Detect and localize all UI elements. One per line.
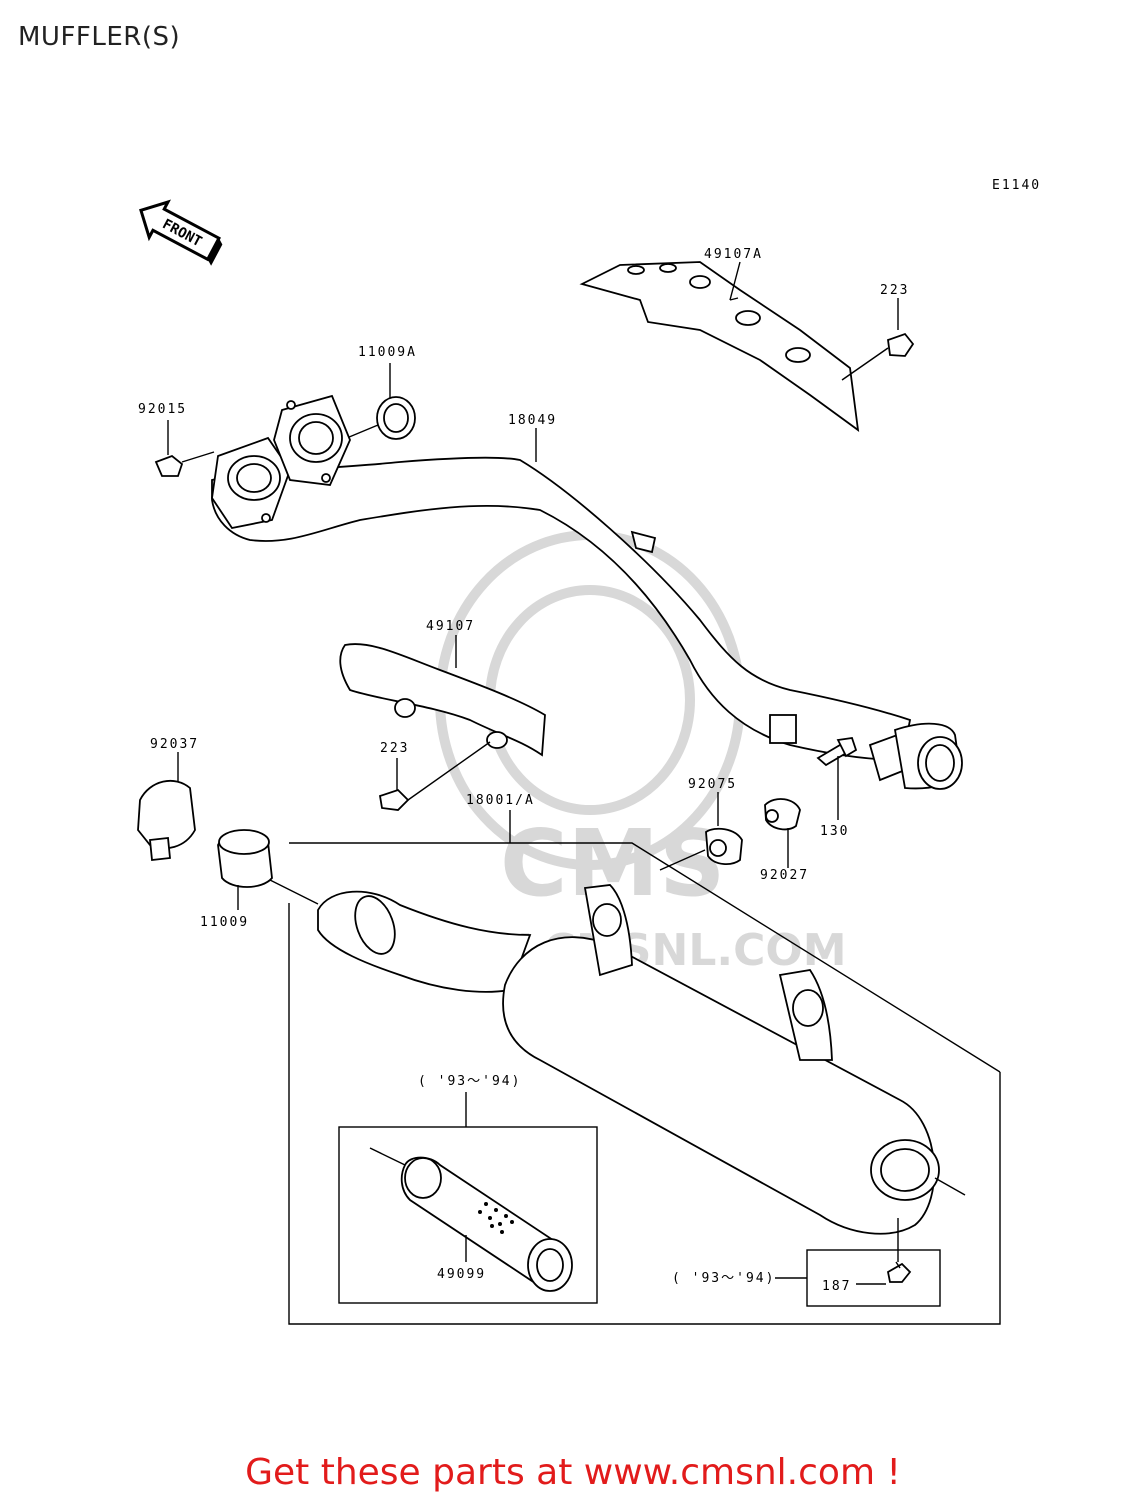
label-years-spark: ( '93～'94): [418, 1074, 521, 1089]
label-11009: 11009: [200, 915, 249, 930]
nut-92015: [154, 420, 215, 477]
label-187: 187: [822, 1279, 851, 1294]
label-49099: 49099: [437, 1267, 486, 1282]
label-49107: 49107: [426, 619, 475, 634]
label-223-lower: 223: [380, 741, 409, 756]
label-18049: 18049: [508, 413, 557, 428]
spark-arrester-inset: [338, 1092, 598, 1304]
diagram-code: E1140: [992, 178, 1041, 193]
bolt-130: [816, 737, 858, 820]
front-arrow-icon: FRONT: [139, 199, 223, 266]
gasket-11009a: [341, 363, 416, 441]
cta-link[interactable]: Get these parts at www.cmsnl.com !: [245, 1452, 901, 1493]
label-92075: 92075: [688, 777, 737, 792]
label-130: 130: [820, 824, 849, 839]
page-title: MUFFLER(S): [18, 22, 181, 52]
heat-guard-49107: [339, 635, 546, 757]
label-11009a: 11009A: [358, 345, 417, 360]
gasket-11009: [217, 829, 319, 910]
bolt-187-inset: [775, 1218, 941, 1307]
bolt-223-lower: [378, 741, 491, 811]
damper-92075: [659, 792, 743, 871]
muffler-18001a: [288, 810, 1001, 1325]
exhaust-pipe-18049: [211, 394, 963, 790]
label-92027: 92027: [760, 868, 809, 883]
label-49107a: 49107A: [704, 247, 763, 262]
label-years-bolt: ( '93～'94): [672, 1271, 775, 1286]
collar-92027: [764, 798, 801, 868]
label-92037: 92037: [150, 737, 199, 752]
label-18001a: 18001/A: [466, 793, 535, 808]
label-92015: 92015: [138, 402, 187, 417]
label-223-upper: 223: [880, 283, 909, 298]
heat-guard-a: [579, 261, 860, 432]
bolt-223-upper: [841, 298, 915, 381]
clamp-92037: [137, 752, 196, 861]
